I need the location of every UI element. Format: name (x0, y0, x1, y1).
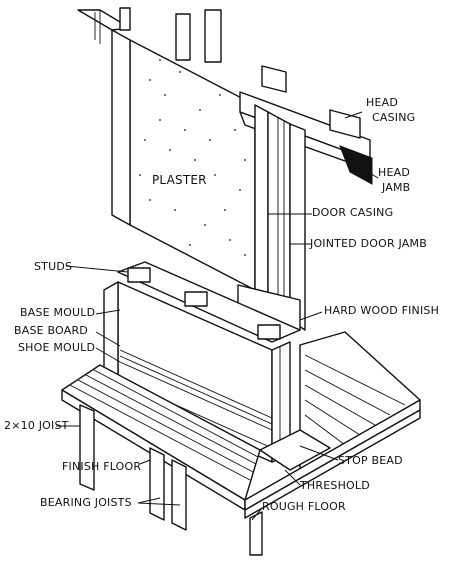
label-head-casing-2: CASING (372, 111, 415, 124)
head-block (329, 109, 361, 139)
stud-1 (127, 267, 151, 283)
stud-top-2 (175, 13, 191, 61)
stud-2 (184, 291, 208, 307)
floor-assembly (61, 331, 421, 556)
label-shoe-mould: SHOE MOULD (18, 341, 95, 354)
label-threshold: THRESHOLD (299, 479, 370, 492)
stud-top-3 (204, 9, 222, 63)
door-casing-face (254, 104, 269, 296)
upper-wall (77, 7, 373, 331)
label-bearing-joists: BEARING JOISTS (40, 496, 132, 509)
head-jamb-section (339, 145, 373, 185)
rough-floor-edge (244, 409, 421, 519)
floor-boards (69, 354, 406, 481)
plaster-panel (129, 39, 256, 291)
label-jointed-door-jamb: JOINTED DOOR JAMB (309, 237, 427, 250)
threshold (259, 429, 331, 471)
label-studs: STUDS (34, 260, 72, 273)
label-rough-floor: ROUGH FLOOR (262, 500, 346, 513)
label-base-board: BASE BOARD (14, 324, 88, 337)
upper-left-edge (111, 29, 131, 226)
bearing-joist-2 (171, 459, 187, 531)
bearing-joist-3 (249, 511, 263, 556)
stud-top-1 (119, 7, 131, 31)
head-stud-end (261, 65, 287, 93)
label-2x10-joist: 2×10 JOIST (4, 419, 69, 432)
label-base-mould: BASE MOULD (20, 306, 95, 319)
leaders (56, 111, 379, 521)
label-stop-bead: STOP BEAD (338, 454, 403, 467)
plaster-texture (139, 59, 246, 256)
label-door-casing: DOOR CASING (312, 206, 393, 219)
labels: HEAD CASING HEAD JAMB PLASTER DOOR CASIN… (4, 96, 439, 513)
bearing-joist-1 (149, 447, 165, 521)
hardwood-edge (289, 123, 306, 331)
lower-top-plate (117, 261, 301, 343)
jointed-jamb-face (267, 111, 291, 301)
label-plaster: PLASTER (152, 173, 207, 187)
stud-3 (257, 324, 281, 340)
lower-wall (103, 261, 301, 463)
label-hard-wood-finish: HARD WOOD FINISH (324, 304, 439, 317)
label-head-jamb-2: JAMB (381, 181, 410, 194)
label-head-jamb-1: HEAD (378, 166, 410, 179)
joist-2x10 (79, 404, 95, 491)
label-head-casing-1: HEAD (366, 96, 398, 109)
label-finish-floor: FINISH FLOOR (62, 460, 141, 473)
